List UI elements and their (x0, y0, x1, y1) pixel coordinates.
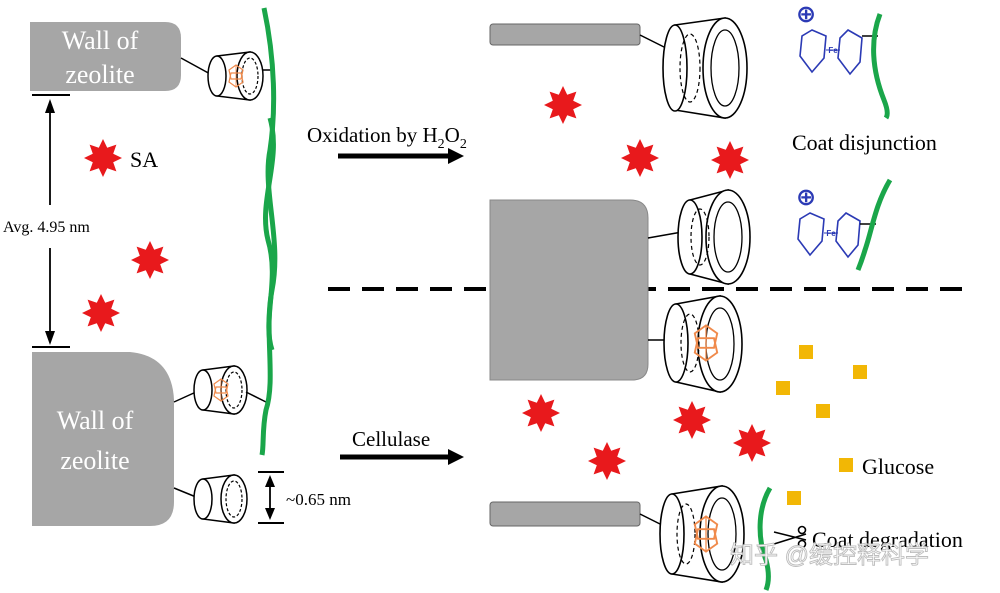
glucose-square-5 (839, 458, 853, 472)
wall-top-line1: Wall of (62, 26, 139, 55)
pore-distance-marker: Avg. 4.95 nm (3, 94, 90, 348)
cyclodextrin-cone-right-3 (648, 295, 743, 394)
cellulase-label: Cellulase (352, 427, 430, 451)
watermark: 知乎 @缓控释科学 (730, 542, 929, 569)
cavity-size-marker: ~0.65 nm (258, 471, 351, 524)
glucose-label: Glucose (862, 454, 934, 479)
cyclodextrin-cone-left-mid (173, 365, 267, 415)
glucose-square-4 (816, 404, 830, 418)
cyclodextrin-cone-right-1 (639, 17, 748, 119)
cyclodextrin-cone-left-bottom (173, 474, 248, 524)
sa-star-10 (588, 442, 626, 480)
sa-star-2 (131, 241, 169, 279)
coat-disjunction-label: Coat disjunction (792, 130, 937, 155)
zeolite-wall-right-mid (489, 199, 649, 381)
wall-bottom-line1: Wall of (57, 406, 134, 435)
plus-charge-icon-2: ⊕ (796, 184, 816, 211)
fe-atom-top: Fe (828, 46, 838, 55)
wall-top-line2: zeolite (65, 60, 134, 89)
coat-degradation-label: Coat degradation (812, 527, 963, 552)
zeolite-wall-bottom: Wall of zeolite (32, 352, 174, 526)
plus-charge-icon: ⊕ (796, 1, 816, 28)
sa-star-7 (522, 394, 560, 432)
sa-star-1 (84, 139, 122, 177)
cavity-size-label: ~0.65 nm (286, 490, 351, 509)
sa-star-4 (544, 86, 582, 124)
coat-strands-right (757, 13, 893, 591)
oxidation-arrow: Oxidation by H2O2 (307, 123, 467, 164)
cellulase-arrow: Cellulase (340, 427, 464, 465)
ferrocenium-mid: ⊕ Fe (796, 184, 876, 259)
sa-star-6 (711, 141, 749, 179)
coat-strands-left (259, 7, 278, 456)
glucose-square-6 (787, 491, 801, 505)
zeolite-wall-top: Wall of zeolite (30, 22, 181, 91)
scissors-icon (773, 525, 807, 549)
glucose-square-3 (776, 381, 790, 395)
cyclodextrin-cone-right-4 (639, 485, 745, 583)
sa-star-8 (673, 401, 711, 439)
zeolite-wall-right-top (489, 23, 641, 46)
fe-atom-mid: Fe (826, 229, 836, 238)
cyclodextrin-cone-right-2 (647, 188, 751, 286)
sa-star-5 (621, 139, 659, 177)
glucose-square-2 (853, 365, 867, 379)
sa-star-9 (733, 424, 771, 462)
sa-label: SA (130, 147, 158, 172)
ferrocenium-top: ⊕ Fe (796, 1, 878, 76)
glucose-square-1 (799, 345, 813, 359)
zeolite-wall-right-bottom (489, 501, 641, 527)
oxidation-label: Oxidation by H2O2 (307, 123, 467, 152)
sa-molecules (82, 86, 771, 480)
sa-star-3 (82, 294, 120, 332)
avg-distance-label: Avg. 4.95 nm (3, 219, 90, 236)
cyclodextrin-cone-left-top (180, 51, 272, 101)
glucose-molecules (776, 345, 867, 505)
wall-bottom-line2: zeolite (60, 446, 129, 475)
